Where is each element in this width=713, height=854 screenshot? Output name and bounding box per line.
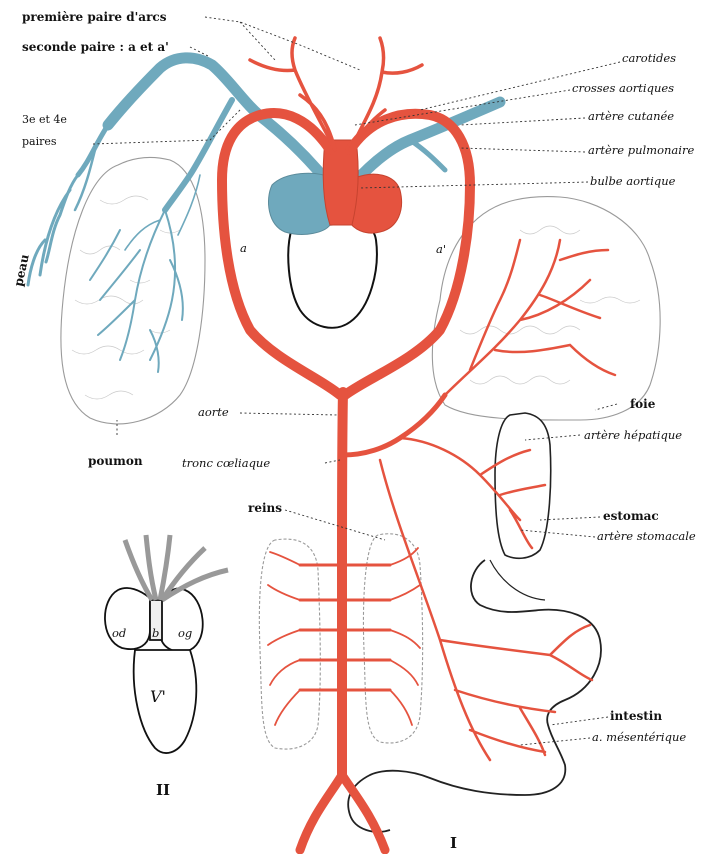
- label-v: V': [150, 687, 166, 706]
- label-seconde-paire: seconde paire : a et a': [22, 40, 169, 54]
- label-a-left: a: [240, 241, 247, 255]
- label-a-mesenterique: a. mésentérique: [592, 730, 686, 744]
- label-carotides: carotides: [622, 51, 676, 65]
- label-og: og: [178, 626, 192, 640]
- label-b: b: [152, 626, 159, 640]
- label-fig2: II: [156, 781, 170, 799]
- label-a-right: a': [436, 242, 446, 256]
- label-premiere-paire: première paire d'arcs: [22, 10, 167, 24]
- label-crosses-aortiques: crosses aortiques: [572, 81, 674, 95]
- label-foie: foie: [630, 397, 656, 411]
- label-bulbe-aortique: bulbe aortique: [590, 174, 676, 188]
- label-poumon: poumon: [88, 454, 143, 468]
- label-artere-stomacale: artère stomacale: [597, 529, 696, 543]
- label-od: od: [112, 626, 126, 640]
- figure-2-heart: [105, 535, 228, 753]
- label-estomac: estomac: [603, 509, 659, 523]
- label-paires-3-4-bottom: paires: [22, 135, 57, 148]
- label-artere-pulmonaire: artère pulmonaire: [588, 143, 694, 157]
- label-artere-cutanee: artère cutanée: [588, 109, 674, 123]
- label-intestin: intestin: [610, 709, 662, 723]
- label-tronc-coeliaque: tronc cœliaque: [182, 456, 270, 470]
- label-aorte: aorte: [198, 405, 229, 419]
- ventricle: [288, 223, 377, 327]
- label-reins: reins: [248, 501, 282, 515]
- label-artere-hepatique: artère hépatique: [584, 428, 682, 442]
- label-paires-3-4-top: 3e et 4e: [22, 113, 67, 126]
- lung: [61, 158, 205, 424]
- label-fig1: I: [450, 834, 457, 852]
